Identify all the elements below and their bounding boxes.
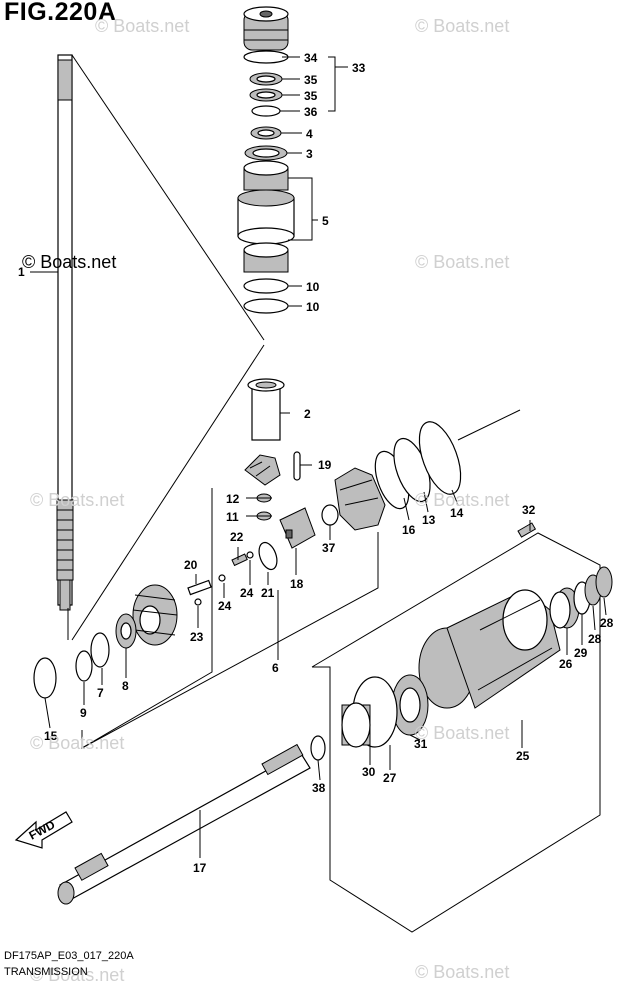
callout-28-upper: 28 <box>600 616 614 630</box>
callout-27: 27 <box>383 771 397 785</box>
seal-part-31[interactable] <box>391 674 429 736</box>
callout-26: 26 <box>559 657 573 671</box>
section-name: TRANSMISSION <box>4 966 88 978</box>
callout-10-upper: 10 <box>306 280 320 294</box>
bearing-housing-part-33[interactable] <box>243 6 289 51</box>
watermark: © Boats.net <box>22 252 117 272</box>
callout-37: 37 <box>322 541 336 555</box>
drive-shaft-part-1[interactable] <box>56 54 74 611</box>
shim-part-3[interactable] <box>244 145 288 161</box>
callout-4: 4 <box>306 127 313 141</box>
diagram-code: DF175AP_E03_017_220A <box>4 950 134 962</box>
leader-lines <box>30 56 607 858</box>
callout-16: 16 <box>402 523 416 537</box>
shim-part-10-lower[interactable] <box>243 298 289 314</box>
circlip-part-9[interactable] <box>75 650 93 682</box>
seal-part-28-b[interactable] <box>595 566 613 598</box>
taper-bearing-part-5[interactable] <box>237 160 295 273</box>
callout-7: 7 <box>97 686 104 700</box>
callout-1: 1 <box>18 265 25 279</box>
pinion-gear[interactable] <box>244 454 281 486</box>
callout-10-lower: 10 <box>306 300 320 314</box>
callout-31: 31 <box>414 737 428 751</box>
bearing-part-8[interactable] <box>115 613 137 649</box>
callout-8: 8 <box>122 679 129 693</box>
propeller-shaft-housing-part-25[interactable] <box>418 589 561 709</box>
callout-38: 38 <box>312 781 326 795</box>
callout-17: 17 <box>193 861 207 875</box>
callout-29: 29 <box>574 646 588 660</box>
ring-part-21[interactable] <box>256 540 281 572</box>
watermark: © Boats.net <box>30 965 125 985</box>
callout-22: 22 <box>230 530 244 544</box>
callout-34: 34 <box>304 51 318 65</box>
watermark: © Boats.net <box>95 16 190 36</box>
bearing-part-26[interactable] <box>549 587 580 629</box>
forward-gear[interactable] <box>334 467 386 531</box>
fwd-arrow-icon <box>14 811 73 849</box>
shim-part-10-upper[interactable] <box>243 278 289 294</box>
plunger-part-20[interactable] <box>187 579 212 596</box>
callout-28-lower: 28 <box>588 632 602 646</box>
callout-18: 18 <box>290 577 304 591</box>
callout-19: 19 <box>318 458 332 472</box>
callout-23: 23 <box>190 630 204 644</box>
watermark: © Boats.net <box>415 490 510 510</box>
callout-11: 11 <box>226 510 239 524</box>
callout-6: 6 <box>272 661 279 675</box>
watermark: © Boats.net <box>415 16 510 36</box>
watermark: © Boats.net <box>415 723 510 743</box>
callout-13: 13 <box>422 513 436 527</box>
oring-part-38[interactable] <box>310 735 326 761</box>
bearing-part-30-27[interactable] <box>341 676 398 748</box>
sleeve-part-2[interactable] <box>247 378 285 441</box>
callout-24-right: 24 <box>240 586 254 600</box>
pin-part-19[interactable] <box>293 451 301 481</box>
washer-part-7[interactable] <box>90 632 110 668</box>
callout-14: 14 <box>450 506 464 520</box>
propeller-shaft-part-17[interactable] <box>57 743 311 905</box>
clutch-dog-part-18[interactable] <box>279 507 316 549</box>
bolt-part-32[interactable] <box>517 522 537 538</box>
callout-15: 15 <box>44 729 58 743</box>
callout-24-left: 24 <box>218 599 232 613</box>
callout-33: 33 <box>352 61 366 75</box>
callout-20: 20 <box>184 558 198 572</box>
snap-ring-part-36[interactable] <box>251 105 281 117</box>
watermark: © Boats.net <box>415 252 510 272</box>
reverse-gear[interactable] <box>132 584 178 646</box>
callout-21: 21 <box>261 586 275 600</box>
watermark: © Boats.net <box>30 490 125 510</box>
callout-32: 32 <box>522 503 536 517</box>
pin-part-23[interactable] <box>194 598 202 606</box>
callout-30: 30 <box>362 765 376 779</box>
bearing-part-4[interactable] <box>250 126 282 140</box>
callout-3: 3 <box>306 147 313 161</box>
o-ring-part-34[interactable] <box>243 50 289 64</box>
bearing-part-35-upper[interactable] <box>249 72 283 86</box>
callout-2: 2 <box>304 407 311 421</box>
spring-part-22[interactable] <box>231 553 248 567</box>
watermark: © Boats.net <box>30 733 125 753</box>
callout-25: 25 <box>516 749 530 763</box>
ring-part-37[interactable] <box>321 504 339 526</box>
callout-12: 12 <box>226 492 240 506</box>
oring-part-15[interactable] <box>33 657 57 699</box>
bearing-part-35-lower[interactable] <box>249 88 283 102</box>
callout-36: 36 <box>304 105 318 119</box>
callout-9: 9 <box>80 706 87 720</box>
callout-35-lower: 35 <box>304 89 318 103</box>
ball-part-24-b[interactable] <box>246 551 254 559</box>
callout-5: 5 <box>322 214 329 228</box>
watermark: © Boats.net <box>415 962 510 982</box>
figure-title: FIG.220A <box>4 0 117 26</box>
callout-35-upper: 35 <box>304 73 318 87</box>
ball-part-24-a[interactable] <box>218 574 226 582</box>
